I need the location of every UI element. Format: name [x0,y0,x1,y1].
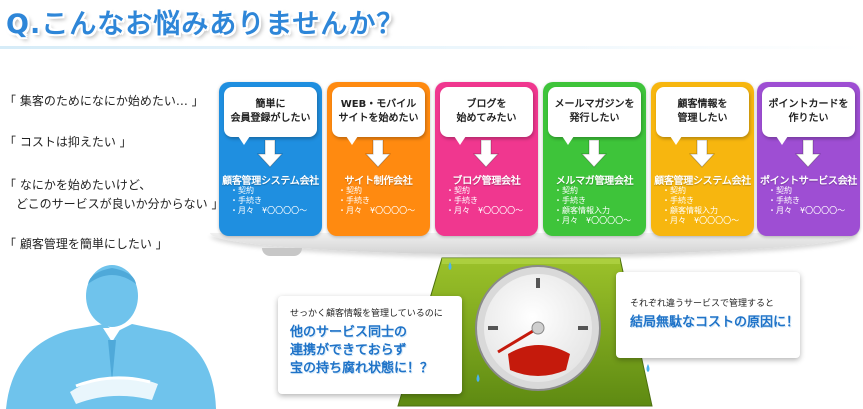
cost-items: ・契約 ・手続き ・月々 ¥〇〇〇〇〜 [768,186,845,216]
need-bubble: 顧客情報を 管理したい [656,87,749,145]
cost-item: ・手続き [338,196,370,205]
worry-item: 「 コストは抑えたい 」 [4,135,132,149]
need-bubble: ブログを 始めてみたい [440,87,533,145]
cost-item: ・月々 ¥〇〇〇〇〜 [230,206,308,215]
cost-items: ・契約 ・手続き ・月々 ¥〇〇〇〇〜 [230,186,307,216]
service-card: WEB・モバイル サイトを始めたい サイト制作会社 ・契約 ・手続き ・月々 ¥… [327,82,430,236]
sweat-drop-icon [448,262,452,270]
cost-item: ・契約 [338,186,362,195]
service-card: 顧客情報を 管理したい 顧客管理システム会社 ・契約 ・手続き ・顧客情報入力 … [651,82,754,236]
cost-item: ・手続き [554,196,586,205]
sweat-drop-icon [476,374,480,382]
worried-person-illustration [6,265,216,409]
down-arrow-icon [795,140,821,168]
need-bubble: メールマガジンを 発行したい [548,87,641,145]
service-card: ポイントカードを 作りたい ポイントサービス会社 ・契約 ・手続き ・月々 ¥〇… [757,82,860,236]
problem-panel-left: せっかく顧客情報を管理しているのに 他のサービス同士の 連携ができておらず 宝の… [278,296,462,394]
panel-headline: 他のサービス同士の 連携ができておらず 宝の持ち腐れ状態に！？ [290,325,434,376]
title-underline [0,46,863,49]
cost-items: ・契約 ・手続き ・月々 ¥〇〇〇〇〜 [446,186,523,216]
cost-item: ・手続き [768,196,800,205]
problem-panel-right: それぞれ違うサービスで管理すると 結局無駄なコストの原因に！ [616,272,800,358]
cost-item: ・月々 ¥〇〇〇〇〜 [446,206,524,215]
cost-item: ・手続き [446,196,478,205]
need-bubble: ポイントカードを 作りたい [762,87,855,145]
service-card: ブログを 始めてみたい ブログ管理会社 ・契約 ・手続き ・月々 ¥〇〇〇〇〜 [435,82,538,236]
sweat-drop-icon [646,364,650,372]
scale-illustration [397,257,653,407]
scale-needle [497,326,539,354]
down-arrow-icon [689,140,715,168]
cost-item: ・月々 ¥〇〇〇〇〜 [662,216,740,225]
down-arrow-icon [257,140,283,168]
tray-dip [262,248,302,256]
need-bubble: WEB・モバイル サイトを始めたい [332,87,425,145]
down-arrow-icon [473,140,499,168]
cost-item: ・契約 [768,186,792,195]
company-name: 顧客管理システム会社 [654,176,751,187]
down-arrow-icon [365,140,391,168]
cost-item: ・契約 [662,186,686,195]
service-tray [210,233,858,255]
cost-item: ・月々 ¥〇〇〇〇〜 [338,206,416,215]
panel-lead: それぞれ違うサービスで管理すると [630,299,775,309]
company-name: メルマガ管理会社 [555,176,634,187]
scale-red-zone [508,345,570,376]
cost-item: ・契約 [230,186,254,195]
cost-items: ・契約 ・手続き ・顧客情報入力 ・月々 ¥〇〇〇〇〜 [662,186,739,226]
cost-item: ・契約 [446,186,470,195]
service-card: 簡単に 会員登録がしたい 顧客管理システム会社 ・契約 ・手続き ・月々 ¥〇〇… [219,82,322,236]
company-name: ブログ管理会社 [452,176,521,187]
panel-headline: 結局無駄なコストの原因に！ [630,315,800,330]
worry-item: 「 顧客管理を簡単にしたい 」 [4,237,168,251]
panel-lead: せっかく顧客情報を管理しているのに [290,309,443,319]
cost-items: ・契約 ・手続き ・月々 ¥〇〇〇〇〜 [338,186,415,216]
company-name: サイト制作会社 [344,176,413,187]
company-name: ポイントサービス会社 [760,176,857,187]
cost-items: ・契約 ・手続き ・顧客情報入力 ・月々 ¥〇〇〇〇〜 [554,186,631,226]
cost-item: ・顧客情報入力 [554,206,610,215]
need-bubble: 簡単に 会員登録がしたい [224,87,317,145]
cost-item: ・月々 ¥〇〇〇〇〜 [554,216,632,225]
worry-item: 「 なにかを始めたいけど、 どこのサービスが良いか分からない 」 [4,178,224,211]
page-title: Q.こんなお悩みありませんか？ [6,9,405,40]
cost-item: ・月々 ¥〇〇〇〇〜 [768,206,846,215]
service-card: メールマガジンを 発行したい メルマガ管理会社 ・契約 ・手続き ・顧客情報入力… [543,82,646,236]
cost-item: ・契約 [554,186,578,195]
cost-item: ・手続き [230,196,262,205]
worry-item: 「 集客のためになにか始めたい… 」 [4,94,204,108]
cost-item: ・顧客情報入力 [662,206,718,215]
down-arrow-icon [581,140,607,168]
cost-item: ・手続き [662,196,694,205]
company-name: 顧客管理システム会社 [222,176,319,187]
